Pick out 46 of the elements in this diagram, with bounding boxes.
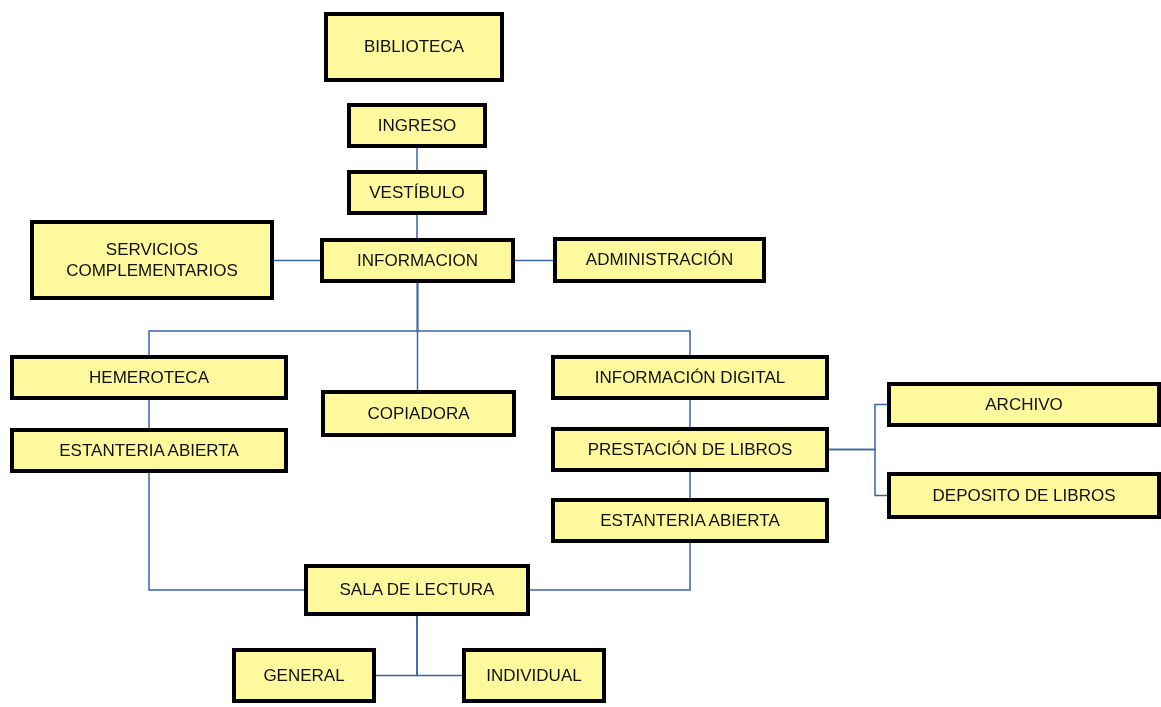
process-box [320, 238, 515, 283]
connector-line [148, 399, 150, 429]
box-label: HEMEROTECA [88, 366, 210, 389]
box-label: INFORMACION [356, 249, 479, 272]
connector-line [689, 399, 691, 428]
box-label: INFORMACIÓN DIGITAL [593, 366, 787, 389]
box-label: ESTANTERIA ABIERTA [58, 439, 240, 462]
connector-line [416, 615, 463, 677]
process-box [30, 220, 274, 300]
box-label: BIBLIOTECA [362, 36, 466, 58]
connector-line [273, 259, 321, 262]
process-box [551, 498, 829, 543]
box-label: ARCHIVO [984, 393, 1064, 416]
box-label: SERVICIOS COMPLEMENTARIOS [65, 238, 239, 282]
process-box [347, 170, 487, 215]
box-label: VESTÍBULO [368, 181, 466, 204]
connector-line [514, 259, 554, 262]
box-label: GENERAL [262, 664, 346, 687]
process-box [462, 648, 606, 703]
process-box [553, 237, 766, 283]
box-label: PRESTACIÓN DE LIBROS [586, 438, 794, 461]
process-box [324, 12, 504, 82]
process-box [10, 428, 288, 473]
connector-line [689, 471, 691, 499]
connector-line [416, 214, 418, 239]
box-label: SALA DE LECTURA [338, 579, 496, 601]
process-box [551, 427, 829, 472]
box-label: COPIADORA [366, 402, 471, 425]
process-box [347, 103, 487, 148]
process-box [551, 355, 829, 400]
box-label: INGRESO [376, 114, 458, 137]
box-label: ESTANTERIA ABIERTA [599, 509, 781, 532]
connector-line [828, 448, 888, 497]
connector-line [529, 542, 691, 591]
connector-line [416, 147, 418, 171]
process-box [887, 382, 1161, 427]
process-box [321, 390, 516, 437]
connector-line [148, 472, 305, 591]
process-box [10, 355, 288, 400]
connector-line [416, 282, 691, 356]
box-label: INDIVIDUAL [485, 664, 583, 687]
box-label: DEPOSITO DE LIBROS [931, 484, 1117, 507]
process-box [887, 472, 1161, 519]
process-box [232, 648, 376, 703]
process-box [304, 564, 530, 616]
box-label: ADMINISTRACIÓN [584, 249, 735, 271]
